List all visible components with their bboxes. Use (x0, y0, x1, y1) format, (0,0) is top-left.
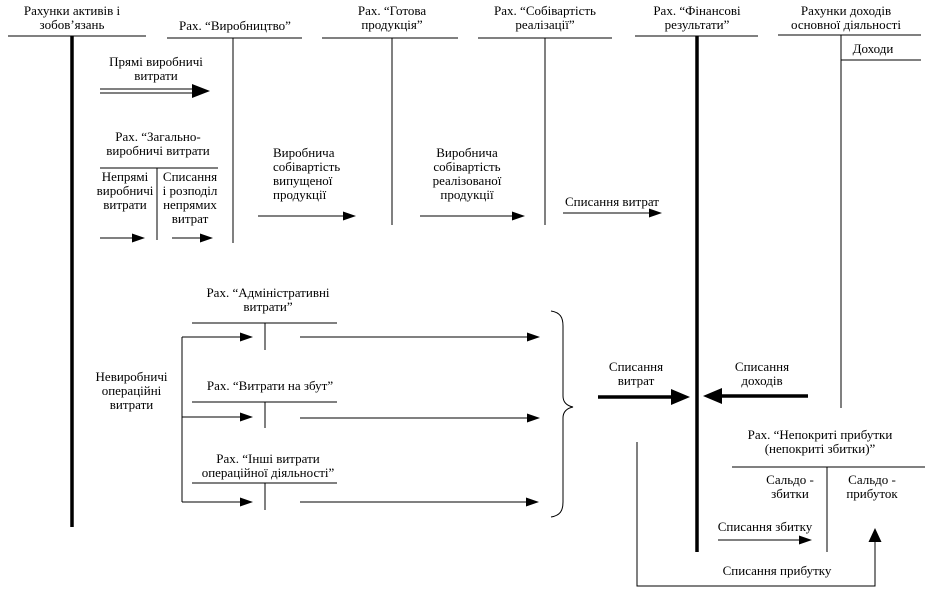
account-title-cost-of-sales: Рах. “Собівартість реалізації” (494, 3, 596, 32)
arrow-head (527, 413, 540, 423)
arrow-produced-cost (258, 211, 356, 221)
arrow-writeoff-costs-top (563, 208, 662, 218)
arrow-writeoff-income (703, 388, 808, 404)
curly-brace (550, 310, 574, 518)
t-account-cost-of-sales (478, 37, 612, 225)
overhead-debit-entry: Непрямі виробничі витрати (96, 169, 154, 212)
overhead-credit-entry: Списання і розподіл непрямих витрат (162, 169, 218, 226)
account-title-admin: Рах. “Адміністративні витрати” (206, 285, 330, 314)
flow-label-writeoff-expenses: Списання витрат (608, 359, 664, 388)
account-title-overhead: Рах. “Загально- виробничі витрати (106, 129, 210, 158)
flow-label-sold-cost: Виробнича собівартість реалізованої прод… (432, 145, 502, 202)
t-account-admin (182, 322, 540, 350)
flow-label-writeoff-profit: Списання прибутку (722, 563, 832, 578)
arrow-head (240, 332, 253, 342)
arrow-head (192, 84, 210, 98)
arrow-head (703, 388, 722, 404)
flow-label-produced-cost: Виробнича собівартість випущеної продукц… (273, 145, 341, 202)
arrow-writeoff-loss (718, 535, 812, 545)
account-title-finished-goods: Рах. “Готова продукція” (357, 3, 427, 32)
arrow-head (526, 497, 539, 507)
t-account-overhead (100, 167, 218, 243)
account-title-other-operating: Рах. “Інші витрати операційної діяльност… (201, 451, 335, 480)
account-title-production: Рах. “Виробництво” (179, 18, 291, 33)
flow-label-direct-costs: Прямі виробничі витрати (109, 54, 203, 83)
arrow-head (200, 233, 213, 243)
t-account-production (167, 37, 302, 243)
arrow-head (671, 389, 690, 405)
t-account-selling (182, 401, 540, 428)
arrow-head (343, 211, 356, 221)
arrow-writeoff-expenses (598, 389, 690, 405)
retained-debit-entry: Сальдо - збитки (766, 472, 814, 501)
account-title-assets-liabilities: Рахунки активів і зобов’язань (23, 3, 121, 32)
t-account-income (778, 34, 921, 408)
arrow-shaft (636, 442, 876, 587)
arrow-sold-cost (420, 211, 525, 221)
arrow-writeoff-profit (636, 442, 882, 587)
flow-label-writeoff-income: Списання доходів (734, 359, 790, 388)
arrow-head (649, 208, 662, 218)
t-account-finished-goods (322, 37, 458, 225)
flow-label-nonproduction-costs: Невиробничі операційні витрати (95, 369, 168, 412)
account-title-retained: Рах. “Непокриті прибутки (непокриті збит… (747, 427, 893, 456)
t-account-financial-results (635, 35, 758, 552)
arrow-head (132, 233, 145, 243)
account-title-income: Рахунки доходів основної діяльності (791, 3, 901, 32)
arrow-head (868, 528, 882, 542)
t-account-other-operating (182, 482, 539, 510)
arrow-direct-costs (100, 84, 210, 98)
arrow-head (240, 497, 253, 507)
flow-label-writeoff-costs-top: Списання витрат (565, 194, 659, 209)
t-account-assets-liabilities (8, 35, 146, 527)
account-title-selling: Рах. “Витрати на збут” (206, 378, 334, 393)
arrow-head (799, 535, 812, 545)
flow-label-writeoff-loss: Списання збитку (717, 519, 813, 534)
income-credit-entry: Доходи (852, 41, 894, 56)
arrow-head (240, 412, 253, 422)
account-title-financial-results: Рах. “Фінансові результати” (653, 3, 741, 32)
t-account-retained (732, 466, 925, 552)
arrow-head (512, 211, 525, 221)
arrow-head (527, 332, 540, 342)
retained-credit-entry: Сальдо - прибуток (846, 472, 898, 501)
